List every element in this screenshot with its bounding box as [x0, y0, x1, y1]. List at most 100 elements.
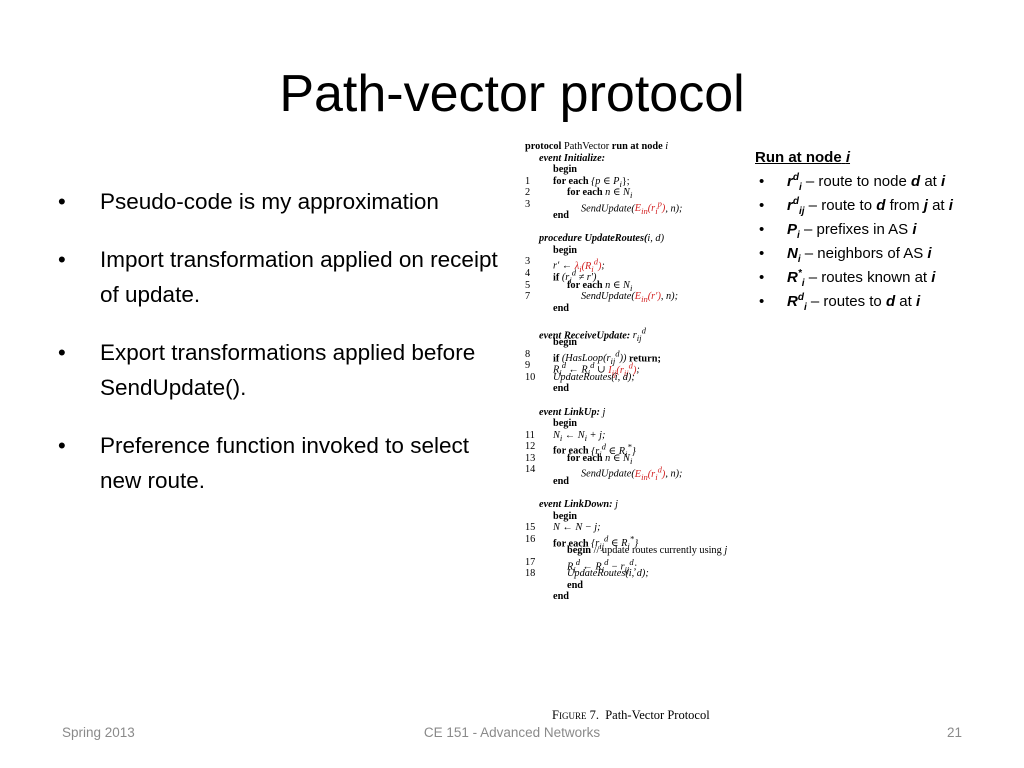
algo-import-fn: Iij(rijd) — [608, 360, 637, 378]
algo-line-number: 5 — [525, 279, 531, 291]
algo-keyword: if — [553, 353, 560, 365]
algo-line-number: 17 — [525, 556, 536, 568]
algo-export-fn: Ein(rip) — [634, 198, 666, 217]
algo-args: j — [615, 498, 618, 510]
algo-keyword: for each — [553, 175, 589, 187]
algo-line: procedure UpdateRoutes(i, d) — [525, 233, 775, 245]
algo-line-number: 4 — [525, 268, 531, 280]
algo-blank — [525, 314, 775, 326]
algo-export-fn: Ein(r′) — [634, 291, 661, 305]
legend-heading-var: i — [845, 149, 851, 166]
algo-keyword: for each — [567, 452, 603, 464]
algo-end: end — [553, 383, 570, 395]
algo-line: end — [525, 591, 775, 603]
algo-args: i, d) — [647, 233, 664, 245]
algo-line-number: 13 — [525, 452, 536, 464]
algo-end: end — [553, 210, 570, 222]
algo-expr: (r — [561, 272, 570, 284]
algo-line: begin — [525, 164, 775, 176]
algo-expr: N ← N − j; — [553, 522, 601, 534]
algo-line-number: 10 — [525, 371, 536, 383]
algo-event: event LinkDown: — [539, 498, 613, 510]
legend-item: rdij – route to d from j at i — [755, 194, 1015, 218]
algo-line: end — [525, 383, 775, 395]
algo-args: j — [602, 406, 606, 418]
algo-line-number: 8 — [525, 348, 531, 360]
algo-line-number: 3 — [525, 198, 531, 210]
algo-line-number: 1 — [525, 175, 531, 187]
algo-expr: R — [567, 561, 574, 573]
algo-event: event ReceiveUpdate: — [539, 330, 631, 342]
algo-expr: n ∈ N — [605, 187, 630, 199]
algo-export-fn: Ein(rid) — [634, 464, 666, 482]
algo-line-number: 9 — [525, 360, 531, 372]
algo-comment: // update routes currently using — [593, 545, 722, 557]
algo-line: begin — [525, 511, 775, 523]
algo-line: begin — [525, 337, 775, 349]
algo-begin: begin — [553, 164, 578, 176]
legend-item: rdi – route to node d at i — [755, 170, 1015, 194]
algo-blank — [525, 222, 775, 234]
algo-function: (HasLoop(r — [561, 353, 611, 365]
footer-date: Spring 2013 — [62, 725, 135, 740]
algo-line-number: 14 — [525, 464, 536, 476]
algo-keyword: for each — [553, 538, 589, 550]
legend-heading-text: Run at node — [755, 149, 842, 166]
algo-expr: n ∈ N — [605, 279, 630, 291]
bullet-item: Preference function invoked to select ne… — [58, 428, 498, 498]
algo-begin: begin — [553, 244, 578, 256]
algo-line: end — [525, 210, 775, 222]
algo-keyword: for each — [567, 279, 603, 291]
algo-event: procedure UpdateRoutes( — [539, 233, 648, 245]
algo-begin: begin — [553, 510, 578, 522]
algo-blank — [525, 487, 775, 499]
legend-item: R*i – routes known at i — [755, 266, 1015, 290]
algo-line: event ReceiveUpdate: rijd — [539, 325, 646, 344]
algo-var: i — [665, 141, 669, 152]
algo-line: event Initialize: — [525, 153, 775, 165]
algo-keyword: for each — [567, 187, 603, 199]
legend-list: rdi – route to node d at i rdij – route … — [755, 170, 1015, 314]
algo-function: SendUpdate( — [581, 468, 635, 480]
algo-begin: begin — [553, 418, 578, 430]
algo-line-number: 11 — [525, 429, 535, 441]
algo-line: begin — [525, 418, 775, 430]
algo-begin: begin — [553, 337, 578, 349]
algo-end: end — [553, 302, 570, 314]
algo-line: begin // update routes currently using j — [525, 545, 775, 557]
algo-event: event Initialize: — [539, 152, 606, 164]
pseudocode-figure: protocol PathVector run at node i event … — [525, 141, 775, 603]
bullet-item: Import transformation applied on receipt… — [58, 242, 498, 312]
algo-line-number: 2 — [525, 187, 531, 199]
algo-expr: N — [553, 429, 560, 441]
legend-item: Ni – neighbors of AS i — [755, 242, 1015, 266]
algo-line-number: 12 — [525, 441, 536, 453]
legend-item: Rdi – routes to d at i — [755, 290, 1015, 314]
algo-end: end — [553, 591, 570, 603]
slide-title: Path-vector protocol — [279, 65, 745, 123]
algo-keyword: protocol — [525, 141, 562, 152]
legend-box: Run at node i rdi – route to node d at i… — [755, 146, 1015, 314]
algo-function: SendUpdate( — [581, 291, 635, 303]
algo-protocol-name: PathVector — [564, 141, 610, 152]
algo-line-number: 7 — [525, 291, 531, 303]
legend-item: Pi – prefixes in AS i — [755, 218, 1015, 242]
algo-expr: {r — [591, 538, 600, 550]
algo-line: end — [525, 580, 775, 592]
algo-line: begin — [525, 245, 775, 257]
algo-line: event LinkUp: j — [525, 407, 775, 419]
algo-function: SendUpdate( — [581, 203, 635, 215]
algo-keyword: run at node — [611, 141, 663, 152]
algo-function: UpdateRoutes(i, d); — [567, 568, 649, 580]
